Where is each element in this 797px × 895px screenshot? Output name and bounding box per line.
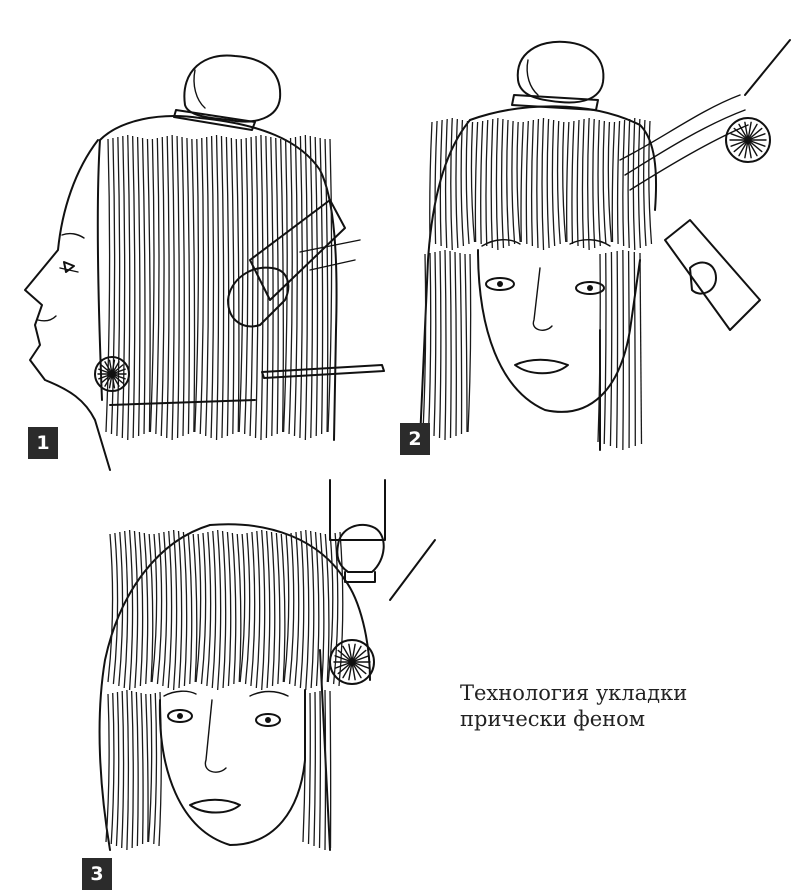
figure-2-hair-strands (423, 118, 652, 450)
figure-2-drawing (420, 40, 790, 450)
figure-2-number-badge: 2 (400, 423, 430, 455)
figure-3-hair-strands (106, 530, 343, 850)
figure-3-number-badge: 3 (82, 858, 112, 890)
figure-2-bun (518, 42, 604, 103)
figure-3-drawing (100, 480, 435, 850)
figure-3-number: 3 (90, 863, 103, 885)
figure-3-hand (337, 525, 383, 572)
figure-2-face-outline (478, 250, 640, 412)
figure-1-number: 1 (36, 432, 49, 454)
figure-3-hair-outline (100, 525, 210, 850)
figure-2-number: 2 (408, 428, 421, 450)
figure-3-hair-dryer (330, 480, 385, 540)
figure-1-bun (184, 55, 280, 121)
figure-3-face-outline (160, 690, 305, 845)
figure-1-drawing (25, 55, 384, 470)
caption-line-2: прически феном (460, 706, 780, 732)
figure-1-number-badge: 1 (28, 427, 58, 459)
figure-1-hair-strands (106, 135, 332, 440)
caption: Технология укладки прически феном (460, 680, 780, 732)
caption-line-1: Технология укладки (460, 680, 780, 706)
figure-2-hair-dryer (665, 220, 760, 330)
